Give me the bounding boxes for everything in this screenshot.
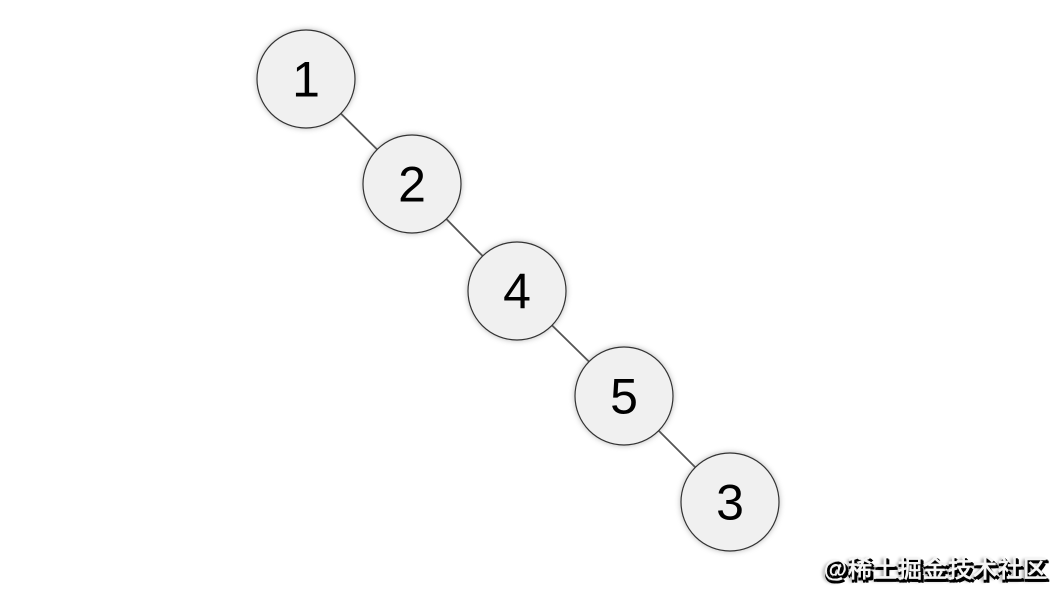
tree-node: 2 <box>362 134 462 234</box>
node-label: 2 <box>398 157 426 213</box>
node-label: 1 <box>292 52 320 108</box>
watermark-text: @稀土掘金技术社区 <box>823 556 1048 583</box>
tree-node-circle <box>680 452 780 552</box>
tree-node: 4 <box>467 241 567 341</box>
tree-node: 1 <box>256 29 356 129</box>
tree-node: 3 <box>680 452 780 552</box>
tree-node-circle <box>256 29 356 129</box>
tree-node-circle <box>467 241 567 341</box>
nodes-layer: 1 2 4 5 3 <box>256 29 780 552</box>
tree-node: 5 <box>574 346 674 446</box>
node-label: 3 <box>716 475 744 531</box>
node-label: 5 <box>610 369 638 425</box>
node-label: 4 <box>503 264 531 320</box>
tree-node-circle <box>362 134 462 234</box>
tree-node-circle <box>574 346 674 446</box>
